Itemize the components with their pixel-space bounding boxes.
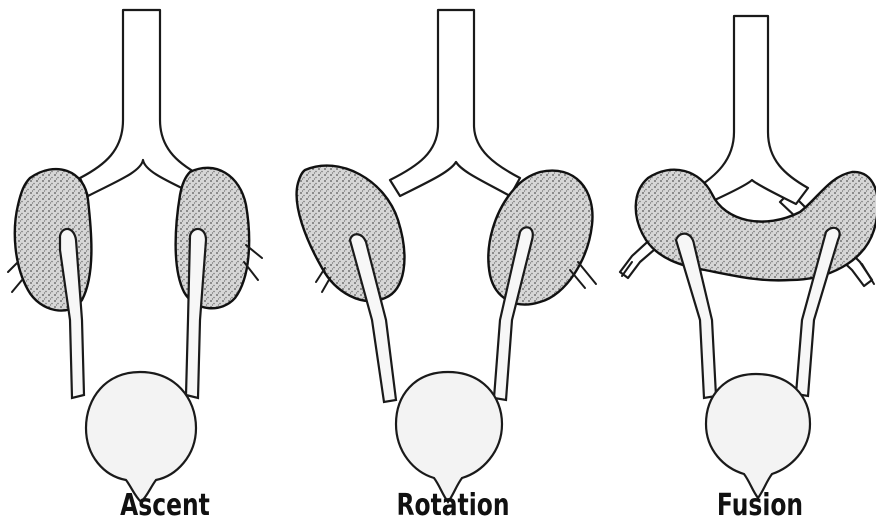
bladder-fusion	[706, 374, 810, 498]
left-kidney-rotation	[297, 166, 405, 301]
caption-ascent: Ascent	[83, 486, 247, 526]
aorta-fusion	[694, 16, 808, 204]
caption-rotation: Rotation	[371, 486, 535, 526]
aorta-rotation	[390, 10, 520, 196]
bladder-rotation	[396, 372, 502, 502]
right-kidney-ascent	[176, 168, 250, 308]
horseshoe-kidney-fusion	[636, 170, 876, 281]
right-ureter-ascent	[186, 229, 206, 398]
stage-fusion	[620, 16, 876, 498]
caption-fusion: Fusion	[678, 486, 842, 526]
bladder-ascent	[86, 372, 196, 502]
stage-ascent	[8, 10, 262, 502]
stage-rotation	[297, 10, 596, 502]
aorta-ascent	[80, 10, 205, 196]
